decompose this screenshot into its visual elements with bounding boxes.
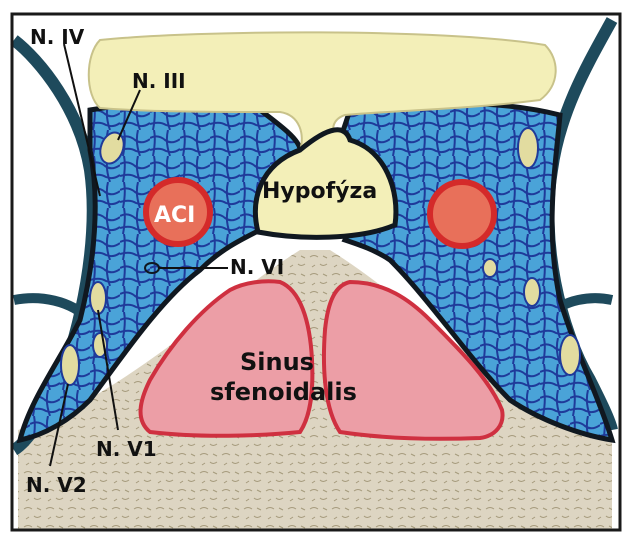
nerve-oval-right-3 bbox=[560, 335, 580, 375]
nerve-oval-right-2 bbox=[524, 278, 540, 306]
label-sinus-line1: Sinus bbox=[240, 348, 314, 376]
label-n-vi: N. VI bbox=[230, 255, 284, 279]
label-n-iii: N. III bbox=[132, 69, 186, 93]
label-n-v1: N. V1 bbox=[96, 437, 157, 461]
nerve-oval-left-2 bbox=[61, 345, 79, 385]
label-aci: ACI bbox=[154, 203, 195, 228]
label-sinus-line2: sfenoidalis bbox=[210, 378, 357, 406]
nerve-oval-left-1 bbox=[90, 282, 106, 314]
nerve-oval-right-4 bbox=[483, 259, 497, 277]
nerve-oval-right-1 bbox=[518, 128, 538, 168]
aci-right bbox=[430, 182, 494, 246]
label-hypofyza: Hypofýza bbox=[262, 179, 377, 204]
label-n-v2: N. V2 bbox=[26, 473, 87, 497]
label-n-iv: N. IV bbox=[30, 25, 85, 49]
